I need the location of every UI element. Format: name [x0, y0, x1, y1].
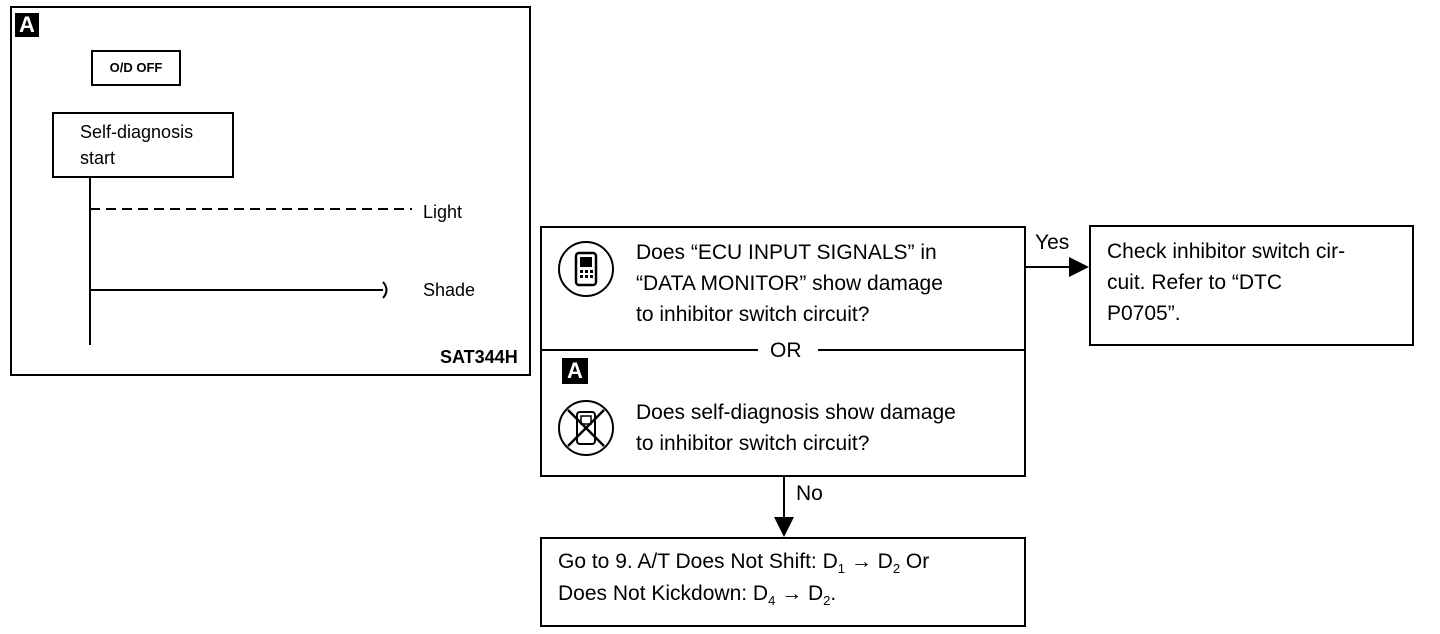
shade-label: Shade [423, 280, 476, 300]
question-b-line2: to inhibitor switch circuit? [636, 432, 870, 455]
consult-tester-icon [556, 239, 616, 299]
no-tools-icon [556, 398, 616, 458]
question-a-line2: “DATA MONITOR” show damage [636, 272, 943, 295]
yes-result-line1: Check inhibitor switch cir- [1107, 240, 1346, 263]
od-off-switch: O/D OFF [91, 50, 181, 86]
question-b-line1: Does self-diagnosis show damage [636, 401, 956, 424]
self-diagnosis-start-box: Self-diagnosis start [52, 112, 234, 178]
question-a-line1: Does “ECU INPUT SIGNALS” in [636, 241, 937, 264]
or-label: OR [766, 335, 806, 366]
self-diagnosis-label-line2: start [80, 148, 116, 168]
yes-result-line2: cuit. Refer to “DTC [1107, 271, 1283, 294]
yes-result-box [1089, 225, 1414, 346]
question-a-line3: to inhibitor switch circuit? [636, 303, 870, 326]
procedure-a-badge-flow: A [562, 358, 588, 384]
no-result-line1: Go to 9. A/T Does Not Shift: D1 → D2 Or [558, 550, 930, 577]
yes-result-line3: P0705”. [1107, 302, 1181, 325]
procedure-a-badge: A [15, 13, 39, 37]
figure-code: SAT344H [440, 347, 518, 367]
yes-label: Yes [1035, 231, 1070, 254]
od-off-label: O/D OFF [109, 60, 163, 75]
light-label: Light [423, 202, 463, 222]
self-diagnosis-label-line1: Self-diagnosis [80, 122, 194, 142]
no-label: No [796, 482, 823, 505]
no-result-line2: Does Not Kickdown: D4 → D2. [558, 582, 837, 609]
no-result-box [540, 537, 1026, 627]
